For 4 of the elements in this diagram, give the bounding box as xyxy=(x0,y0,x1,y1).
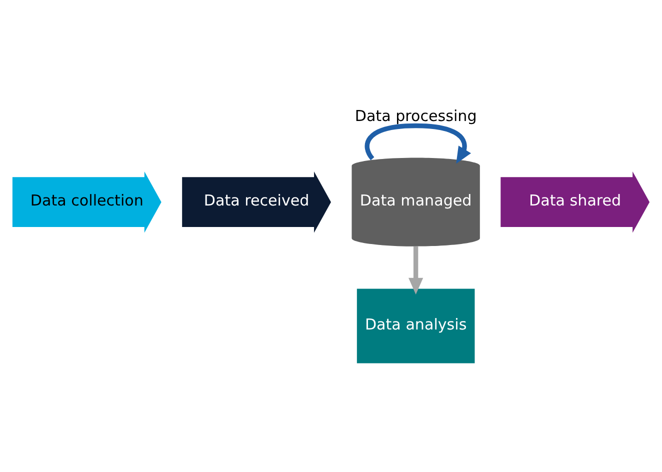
arrow xyxy=(364,123,472,164)
node-box: Data analysis xyxy=(356,288,475,364)
arrow xyxy=(408,246,424,295)
edge-label: Data processing xyxy=(354,106,477,125)
